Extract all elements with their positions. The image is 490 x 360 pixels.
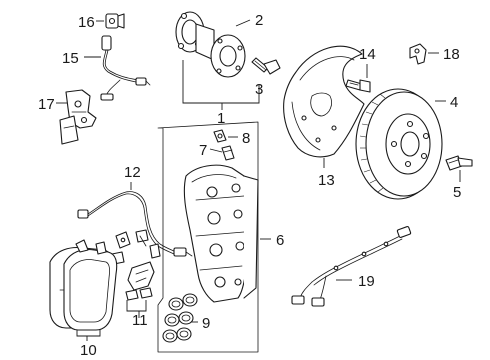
callout-14[interactable]: 14 [359, 46, 376, 63]
bleeder-8 [213, 129, 227, 143]
clip-18 [409, 43, 427, 65]
caliper-group-frame [157, 121, 259, 353]
brake-pads-10 [49, 239, 118, 331]
callout-17[interactable]: 17 [38, 96, 55, 113]
clip-16 [105, 13, 125, 29]
callout-8[interactable]: 8 [242, 130, 250, 147]
sensor-harness-15 [100, 35, 151, 101]
callout-5[interactable]: 5 [453, 184, 461, 201]
caliper-6 [183, 164, 259, 303]
callout-19[interactable]: 19 [358, 273, 375, 290]
callout-16[interactable]: 16 [78, 14, 95, 31]
bolt-14 [345, 79, 371, 93]
callout-10[interactable]: 10 [80, 342, 97, 359]
rotor-screw-5 [445, 155, 473, 171]
seal-kit-9 [162, 293, 198, 343]
splash-shield-13 [283, 45, 365, 158]
callout-2[interactable]: 2 [255, 12, 263, 29]
callout-9[interactable]: 9 [202, 315, 210, 332]
callout-18[interactable]: 18 [443, 46, 460, 63]
bleeder-cap-7 [221, 145, 235, 161]
wear-sensor-12 [77, 191, 193, 257]
callout-6[interactable]: 6 [276, 232, 284, 249]
callout-labels: 16 2 15 14 18 3 4 17 1 8 7 5 13 12 6 19 … [38, 12, 461, 359]
callout-7[interactable]: 7 [199, 142, 207, 159]
callout-13[interactable]: 13 [318, 172, 335, 189]
brake-rotor-4 [355, 88, 443, 200]
hardware-kit-11 [111, 229, 161, 301]
wear-sensor-19 [291, 226, 412, 307]
callout-15[interactable]: 15 [62, 50, 79, 67]
wheel-hub-2 [175, 11, 246, 78]
callout-1[interactable]: 1 [217, 110, 225, 127]
callout-12[interactable]: 12 [124, 164, 141, 181]
callout-4[interactable]: 4 [450, 94, 458, 111]
hub-bolt-3 [251, 57, 281, 75]
callout-11[interactable]: 11 [132, 312, 148, 329]
bracket-17 [59, 89, 97, 145]
